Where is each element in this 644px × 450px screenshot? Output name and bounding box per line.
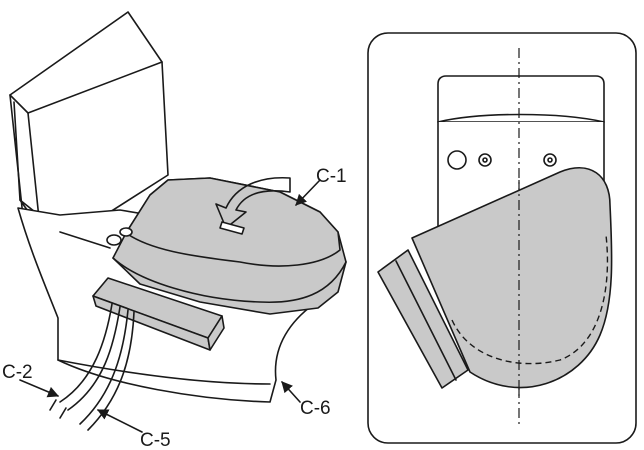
hole-large (447, 150, 467, 170)
leader-lines (19, 179, 321, 433)
top-view-inset (367, 32, 637, 444)
control-panel-top (377, 249, 469, 389)
label-c5: C-5 (140, 430, 171, 450)
tank-plate (437, 75, 605, 123)
label-c1: C-1 (316, 166, 347, 187)
control-panel (92, 277, 225, 351)
rotated-seat (411, 167, 613, 400)
label-c2: C-2 (2, 362, 33, 383)
curved-arrow-icon (215, 176, 291, 235)
label-c6: C-6 (300, 398, 331, 419)
seat-lid (106, 177, 347, 315)
toilet-perspective (9, 11, 347, 431)
